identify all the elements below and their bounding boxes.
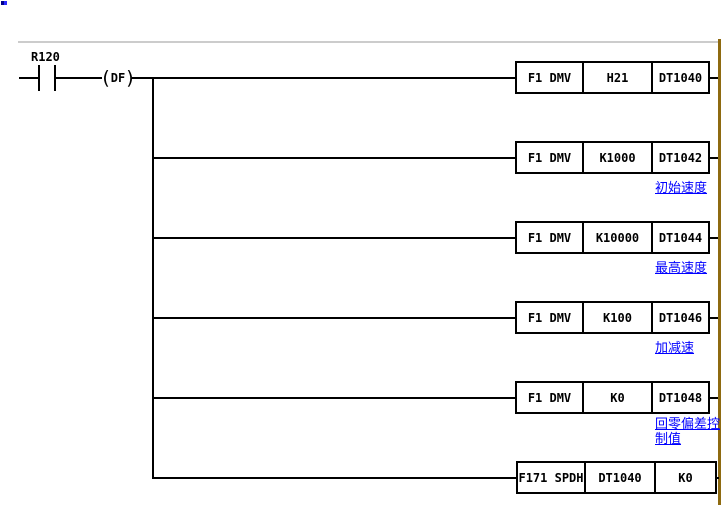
- contact-bar-right: [54, 65, 56, 91]
- wire: [710, 157, 718, 159]
- rung-wire: [152, 157, 515, 159]
- rung-wire: [152, 477, 516, 479]
- instruction-box[interactable]: F1 DMV K100 DT1046: [515, 301, 710, 334]
- branch-line: [152, 77, 154, 479]
- instruction-box[interactable]: F1 DMV H21 DT1040: [515, 61, 710, 94]
- operand2-cell: DT1046: [651, 303, 708, 332]
- operand2-cell: K0: [654, 463, 715, 492]
- op-cell: F1 DMV: [527, 310, 572, 325]
- rung-wire: [152, 397, 515, 399]
- instruction-box[interactable]: F171 SPDH DT1040 K0: [516, 461, 717, 494]
- wire: [19, 77, 38, 79]
- operand1-cell: K0: [582, 383, 651, 412]
- wire: [710, 317, 718, 319]
- operand2-cell: DT1042: [651, 143, 708, 172]
- op-cell: F171 SPDH: [518, 470, 584, 485]
- operand2-cell: DT1040: [651, 63, 708, 92]
- wire: [717, 477, 719, 479]
- op-cell: F1 DMV: [527, 230, 572, 245]
- rung-wire: [152, 317, 515, 319]
- wire: [710, 77, 718, 79]
- operand-comment: 回零偏差控制值: [655, 417, 721, 447]
- operand2-cell: DT1044: [651, 223, 708, 252]
- rung-wire: [152, 237, 515, 239]
- screen-artifact: [1, 1, 7, 5]
- wire: [56, 77, 104, 79]
- right-power-rail: [718, 39, 721, 505]
- wire: [132, 77, 515, 79]
- contact-bar-left: [38, 65, 40, 91]
- operand-comment: 加减速: [655, 341, 695, 356]
- instruction-box[interactable]: F1 DMV K10000 DT1044: [515, 221, 710, 254]
- instruction-box[interactable]: F1 DMV K0 DT1048: [515, 381, 710, 414]
- op-cell: F1 DMV: [527, 390, 572, 405]
- operand1-cell: DT1040: [584, 463, 654, 492]
- operand-comment: 初始速度: [655, 181, 708, 196]
- df-instruction[interactable]: DF: [102, 64, 134, 92]
- df-label: DF: [110, 71, 126, 85]
- operand1-cell: K10000: [582, 223, 651, 252]
- wire: [710, 397, 718, 399]
- wire: [710, 237, 718, 239]
- contact-label: R120: [31, 50, 60, 64]
- contact-r120[interactable]: [36, 63, 58, 93]
- op-cell: F1 DMV: [527, 70, 572, 85]
- operand2-cell: DT1048: [651, 383, 708, 412]
- operand1-cell: K1000: [582, 143, 651, 172]
- operand-comment: 最高速度: [655, 261, 708, 276]
- operand1-cell: H21: [582, 63, 651, 92]
- instruction-box[interactable]: F1 DMV K1000 DT1042: [515, 141, 710, 174]
- rung-separator-line: [18, 41, 719, 43]
- op-cell: F1 DMV: [527, 150, 572, 165]
- operand1-cell: K100: [582, 303, 651, 332]
